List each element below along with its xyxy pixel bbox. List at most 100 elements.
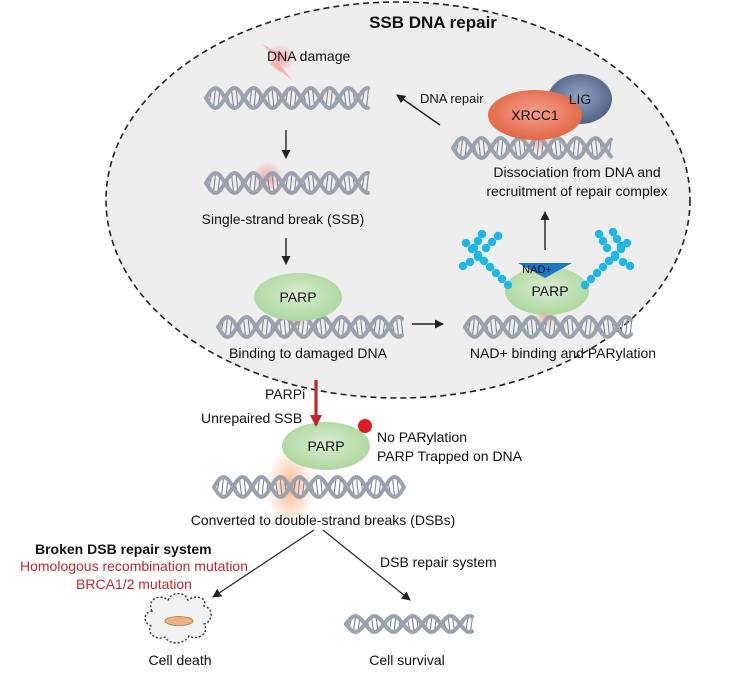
dna-base-pair [548, 317, 552, 337]
dna-base-pair [289, 173, 293, 193]
dsb-repair-label: DSB repair system [380, 554, 497, 570]
par-bead [612, 234, 622, 244]
dna-base-pair [359, 316, 364, 338]
cell-death-label: Cell death [148, 652, 212, 668]
binding-damaged-label: Binding to damaged DNA [229, 345, 387, 361]
dna-base-pair [355, 476, 360, 498]
dissociation-label-line2: recruitment of repair complex [486, 183, 668, 199]
unrepaired-label: Unrepaired SSB [201, 410, 303, 426]
nad-binding-label: NAD+ binding and PARylation [469, 345, 657, 361]
par-bead [594, 229, 604, 239]
dna-base-pair [411, 615, 415, 633]
dna-base-pair [238, 478, 243, 496]
trap-dot [358, 419, 372, 433]
dna-base-pair [429, 616, 433, 632]
par-bead [481, 243, 491, 253]
dna-base-pair [377, 317, 382, 337]
parp-protein-trapped [282, 422, 370, 470]
nad-triangle-icon [518, 263, 572, 278]
par-bead [616, 241, 626, 251]
par-bead [461, 238, 471, 248]
arrow-to-cell-death [212, 529, 315, 598]
dna-strand-trapped [212, 474, 406, 500]
dna-base-pair [530, 316, 534, 338]
dna-base-pair [279, 476, 283, 498]
dna-strand-parylation [463, 314, 633, 340]
dna-strand-intact [204, 85, 370, 111]
parp-protein-nad [505, 267, 589, 315]
par-bead [598, 236, 608, 246]
dna-base-pair [584, 318, 588, 336]
dna-base-pair [352, 616, 357, 632]
dna-base-pair [307, 173, 311, 193]
arrow-to-cell-survival [322, 529, 411, 601]
dna-backbone-top [216, 314, 404, 340]
par-bead [479, 256, 489, 266]
dna-base-pair [337, 318, 341, 336]
dna-base-pair [391, 477, 396, 497]
arrow-dna-repair [396, 94, 441, 126]
par-bead [491, 268, 501, 278]
cell-survival-label: Cell survival [369, 652, 445, 668]
dna-damage-bolt-icon [262, 44, 292, 80]
par-bead [487, 237, 497, 247]
xrcc1-protein [488, 90, 582, 140]
par-chain-left [458, 229, 513, 290]
xrcc1-label: XRCC1 [511, 107, 559, 123]
par-bead [493, 231, 503, 241]
trapped-label: PARP Trapped on DNA [377, 448, 523, 464]
par-bead [592, 268, 602, 278]
dna-base-pair [242, 318, 247, 336]
dna-backbone-bottom [204, 170, 370, 196]
parp-trapped-label: PARP [307, 438, 345, 454]
dna-base-pair [624, 317, 629, 337]
dna-strand-repair [451, 135, 613, 161]
dna-backbone-bottom [212, 474, 406, 500]
dna-base-pair [471, 317, 476, 337]
dna-base-pair [333, 478, 337, 496]
dna-strand-survival [344, 613, 474, 635]
parpi-label: PARPi [265, 386, 306, 402]
dna-base-pair [212, 88, 217, 108]
par-bead [497, 274, 507, 284]
dna-base-pair [518, 137, 522, 159]
dna-base-pair [572, 139, 576, 157]
dna-base-pair [271, 172, 275, 194]
broken-dsb-label: Broken DSB repair system [35, 541, 212, 557]
dna-backbone-bottom [451, 135, 613, 161]
dna-base-pair [289, 88, 293, 108]
dna-base-pair [265, 316, 269, 338]
dna-backbone-top [204, 170, 370, 196]
converted-label: Converted to double-strand breaks (DSBs) [190, 512, 456, 528]
parp-binding-label: PARP [279, 289, 317, 305]
dna-base-pair [253, 172, 257, 194]
dissociation-label-line1: Dissociation from DNA and [493, 164, 661, 180]
par-bead [485, 262, 495, 272]
dna-backbone-bottom [344, 613, 474, 635]
dna-base-pair [365, 173, 370, 193]
par-bead [610, 252, 620, 262]
dna-base-pair [212, 173, 217, 193]
dna-backbone-bottom [463, 314, 633, 340]
dna-base-pair [325, 89, 329, 107]
dna-repair-label: DNA repair [420, 91, 484, 106]
dna-base-pair [477, 139, 482, 157]
diagram-title: SSB DNA repair [369, 13, 497, 32]
dna-strand-ssb [204, 170, 370, 196]
dna-base-pair [373, 477, 378, 497]
dna-base-pair [347, 172, 352, 194]
par-bead [469, 243, 479, 253]
par-bead [465, 257, 475, 267]
par-bead [458, 261, 468, 271]
parp-protein [254, 273, 342, 321]
par-bead [477, 229, 487, 239]
hr-mutation-label: Homologous recombination mutation [19, 558, 249, 574]
dna-base-pair [459, 138, 464, 158]
dna-base-pair [566, 317, 570, 337]
par-bead [602, 243, 612, 253]
par-bead [586, 274, 596, 284]
dna-base-pair [469, 616, 474, 632]
dna-base-pair [315, 477, 319, 497]
ssb-label: Single-strand break (SSB) [201, 211, 365, 227]
